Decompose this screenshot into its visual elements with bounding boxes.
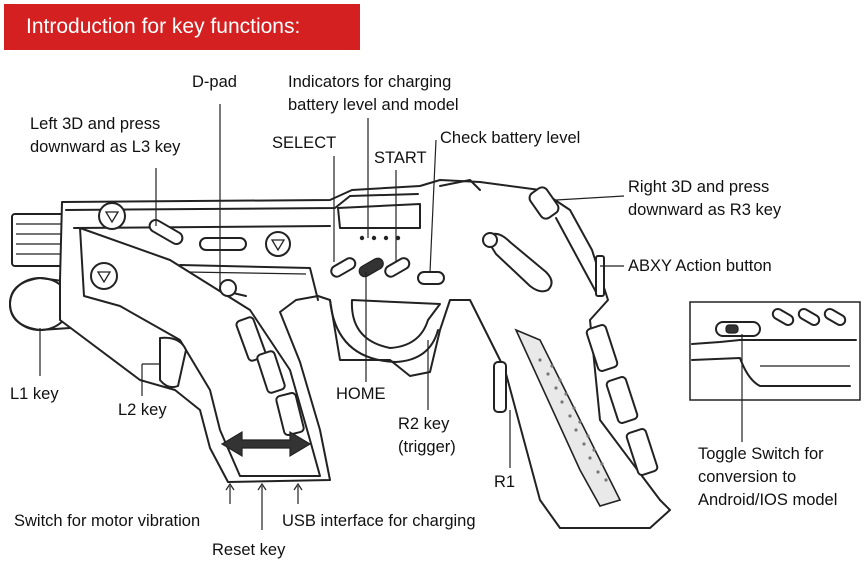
label-left3d-1: Left 3D and press (30, 115, 161, 133)
label-right3d-1: Right 3D and press (628, 178, 770, 196)
page-title: Introduction for key functions: (26, 15, 301, 38)
label-l2: L2 key (118, 401, 167, 419)
title-banner: Introduction for key functions: (4, 4, 360, 50)
label-r1: R1 (494, 473, 516, 491)
label-motor-switch: Switch for motor vibration (14, 512, 201, 530)
label-home: HOME (336, 385, 386, 403)
label-select: SELECT (272, 134, 337, 152)
label-toggle-1: Toggle Switch for (698, 445, 824, 463)
label-indicators-1: Indicators for charging (288, 73, 452, 91)
inset-toggle-view (689, 301, 861, 401)
label-reset: Reset key (212, 541, 286, 559)
controller-body (59, 179, 671, 529)
label-usb: USB interface for charging (282, 512, 476, 530)
label-r2-2: (trigger) (398, 438, 456, 456)
label-toggle-3: Android/IOS model (698, 491, 838, 509)
label-r2-1: R2 key (398, 415, 450, 433)
label-dpad: D-pad (192, 73, 237, 91)
grip-texture (538, 358, 608, 482)
leader-lines (39, 104, 743, 530)
label-check-battery: Check battery level (440, 129, 581, 147)
label-start: START (374, 149, 427, 167)
label-left3d-2: downward as L3 key (30, 138, 181, 156)
label-l1: L1 key (10, 385, 59, 403)
label-toggle-2: conversion to (698, 468, 797, 486)
label-indicators-2: battery level and model (288, 96, 459, 114)
label-right3d-2: downward as R3 key (628, 201, 782, 219)
label-abxy: ABXY Action button (628, 257, 772, 275)
